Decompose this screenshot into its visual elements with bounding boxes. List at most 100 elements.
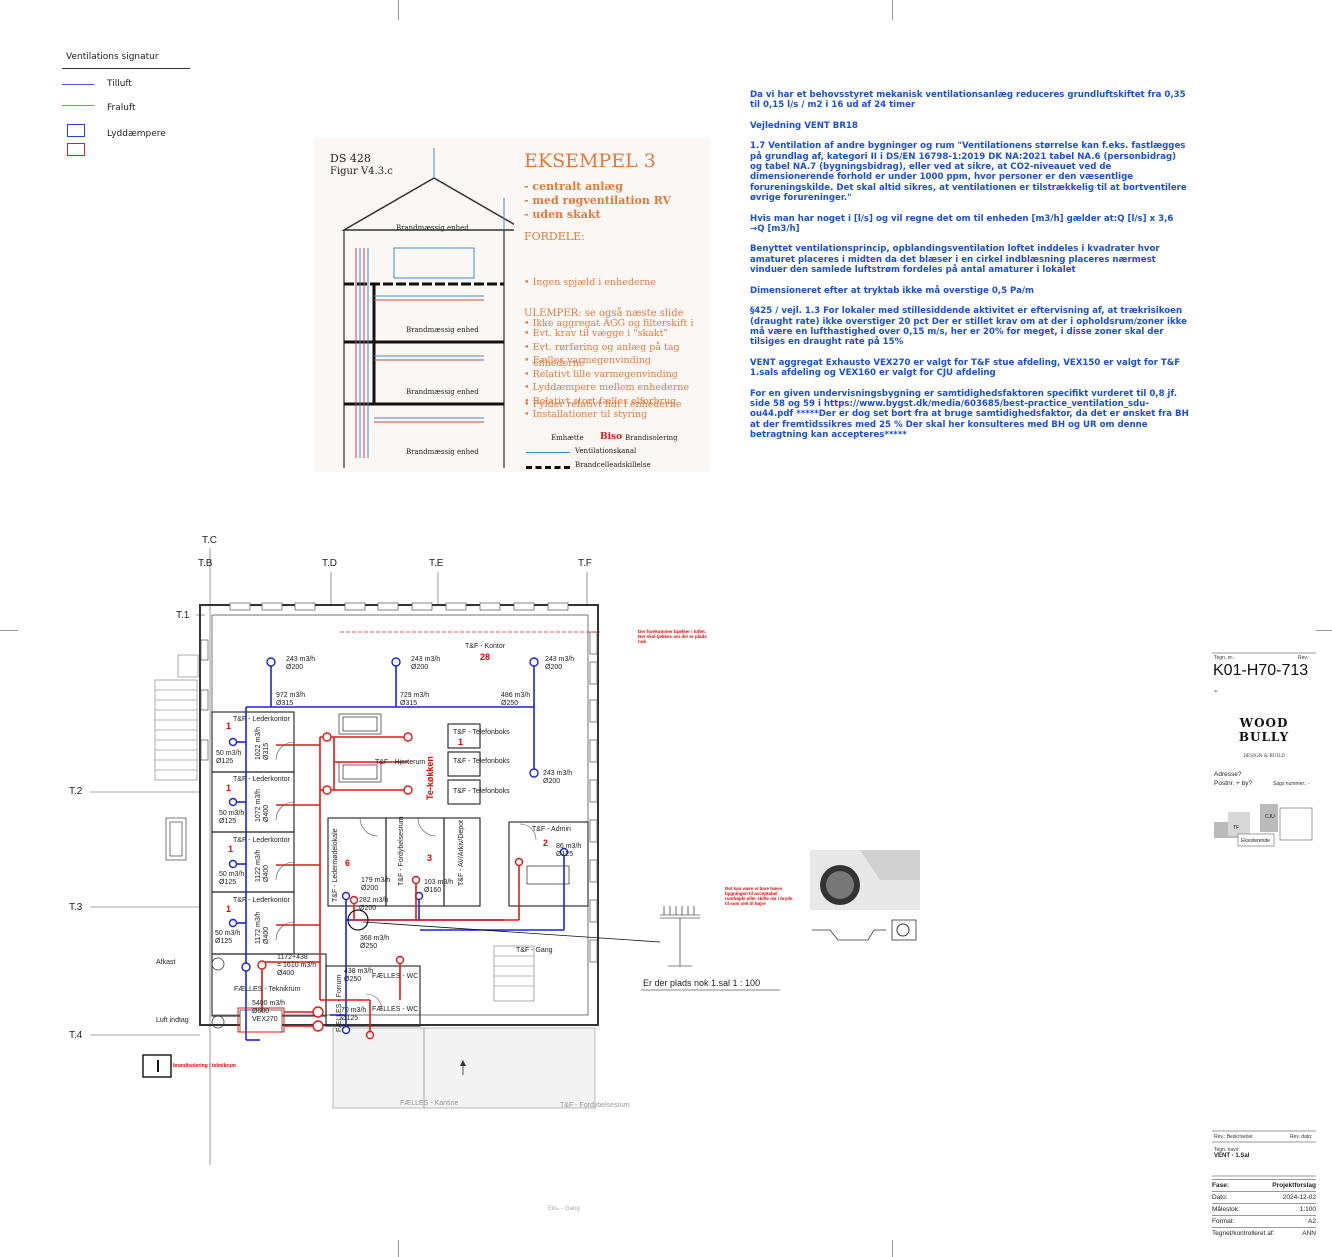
brandisolering-key: Brandisolering [625, 434, 678, 442]
duct-diameter: Ø400 [277, 970, 295, 977]
duct-diameter: Ø125 [556, 851, 574, 858]
bullet: - med røgventilation RV [524, 194, 672, 207]
logo-tagline: DESIGN & BUILD [1243, 754, 1285, 759]
duct-diameter: Ø125 [341, 1015, 359, 1022]
room-label-vertical: FÆLLES - Forrum [336, 974, 343, 1032]
duct-diameter: Ø250 [501, 700, 519, 707]
legend-rule [62, 68, 190, 69]
address: Adresse? [1214, 771, 1242, 778]
flow-value: 729 m3/h [400, 692, 430, 699]
ulemper-title: ULEMPER: se også næste slide [524, 308, 684, 319]
flow-value: = 1610 m3/h [277, 962, 317, 969]
room-label: T&F - Lederkontor [233, 837, 290, 844]
unit-label-3: Brandmæssig enhed [406, 388, 479, 396]
duct-diameter: Ø400 [263, 926, 270, 944]
room-occupancy: 1 [226, 904, 232, 914]
duct-diameter: Ø400 [263, 804, 270, 822]
postal-code: Postnr. + by? [1214, 780, 1253, 787]
titleblock-row: Målestok:1:100 [1212, 1203, 1316, 1213]
note: Vejledning VENT BR18 [750, 120, 858, 131]
grid-tag: T.B [198, 558, 213, 569]
example-heading: EKSEMPEL 3 [524, 150, 656, 172]
bullet: - uden skakt [524, 208, 601, 221]
flow-value: 50 m3/h [216, 750, 242, 757]
revision-description-label: Rev.: Beskrivelse: [1214, 1134, 1254, 1140]
room-label-vertical: T&F - Fordybelsesrum [398, 816, 405, 886]
legend-exhaust-label: Fraluft [107, 103, 136, 113]
row-key: Dato: [1212, 1194, 1228, 1201]
unit-label-4: Brandmæssig enhed [406, 448, 479, 456]
revision-label: Rev.: [1298, 655, 1310, 661]
grid-tag: T.D [322, 558, 337, 569]
drawing-name-label: Tegn. navn: [1214, 1147, 1240, 1153]
flow-value: 243 m3/h [286, 656, 316, 663]
kanal-key: Ventilationskanal [575, 447, 637, 455]
air-intake-label: Luft indtag [156, 1017, 189, 1024]
ulemper-item: • Installationer til styring [524, 409, 648, 420]
duct-diameter: Ø200 [359, 905, 377, 912]
ulemper-list: • Evt. krav til vægge i "skakt" • Evt. r… [524, 327, 689, 422]
room-label-vertical: Te-køkken [425, 756, 435, 800]
note: §425 / vejl. 1.3 For lokaler med stilles… [750, 306, 1187, 348]
flow-value: 486 m3/h [501, 692, 531, 699]
exhaust-line-swatch [62, 105, 94, 106]
drawing-number: K01-H70-713 [1213, 662, 1309, 679]
room-occupancy: 1 [228, 844, 234, 854]
duct-diameter: Ø125 [216, 758, 234, 765]
room-label: T&F - Lederkontor [233, 897, 290, 904]
room-occupancy: 1 [458, 737, 464, 747]
room-label: T&F - Admin [532, 826, 571, 833]
unit-label-2: Brandmæssig enhed [406, 326, 479, 334]
fordele-title: FORDELE: [524, 230, 585, 243]
duct-diameter: Ø315 [276, 700, 294, 707]
crop-mark [398, 0, 399, 20]
grid-tag: T.2 [69, 786, 83, 797]
unit-label-1: Brandmæssig enhed [396, 224, 469, 232]
room-label: T&F - Telefonboks [453, 788, 510, 795]
grid-tag: T.1 [176, 610, 190, 621]
bullet: - centralt anlæg [524, 180, 623, 193]
afkast-label: Afkast [156, 959, 176, 966]
row-value: Projektforslag [1272, 1182, 1316, 1189]
row-key: Fase: [1212, 1182, 1229, 1189]
kanal-key-line [526, 452, 570, 453]
duct-diameter: Ø200 [411, 664, 429, 671]
room-label: T&F - Hjerterum [375, 759, 426, 766]
flow-value: 243 m3/h [411, 656, 441, 663]
row-key: Målestok: [1212, 1206, 1240, 1213]
flow-value: 1172+438 [277, 954, 308, 961]
duct-diameter: Ø200 [286, 664, 304, 671]
duct-diameter: Ø200 [543, 778, 561, 785]
wood-bully-logo: WOOD BULLY DESIGN & BUILD [1214, 716, 1314, 759]
skille-key-line [526, 466, 570, 469]
note: For en given undervisningsbygning er sam… [750, 388, 1189, 441]
room-label: FÆLLES - WC [372, 1006, 419, 1013]
flow-value: 179 m3/h [361, 877, 391, 884]
map-label-tf: TF [1233, 825, 1240, 831]
duct-diameter: Ø315 [400, 700, 418, 707]
fordele-item: • Ingen spjæld i enhederne [524, 277, 656, 288]
grid-tag: T.F [578, 558, 592, 569]
note: Hvis man har noget i [l/s] og vil regne … [750, 213, 1174, 235]
flow-value: 1022 m3/h [255, 726, 262, 760]
ulemper-item: • Fælles varmegenvinding [524, 355, 651, 366]
duct-diameter: Ø200 [361, 885, 379, 892]
flow-value: 86 m3/h [556, 843, 582, 850]
room-occupancy: 1 [226, 783, 232, 793]
drawing-number-label: Tegn. nr.: [1214, 655, 1235, 661]
crop-mark [0, 630, 18, 631]
row-value: ANN [1302, 1230, 1316, 1237]
unit-model: VEX270 [252, 1016, 278, 1023]
crop-mark [892, 0, 893, 20]
